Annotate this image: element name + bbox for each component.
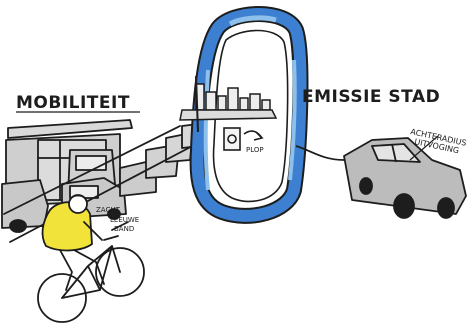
traffic-jam	[1, 119, 203, 243]
bike-rear-wheel	[37, 273, 87, 323]
electric-car	[343, 135, 467, 219]
plug-label: PLOP	[246, 146, 264, 154]
bike-label-line2: LEEUWE	[110, 216, 139, 224]
charging-plug	[223, 127, 264, 151]
bike-front-wheel	[95, 247, 145, 297]
emission-city-heading: EMISSIE STAD	[302, 87, 440, 107]
charging-cable	[295, 145, 345, 161]
bike-label-line3: BAND	[114, 225, 134, 233]
city-skyline	[179, 75, 278, 133]
bike-label-line1: ZACHT	[96, 206, 121, 214]
mobility-heading: MOBILITEIT	[16, 93, 130, 113]
cyclist	[37, 194, 145, 323]
